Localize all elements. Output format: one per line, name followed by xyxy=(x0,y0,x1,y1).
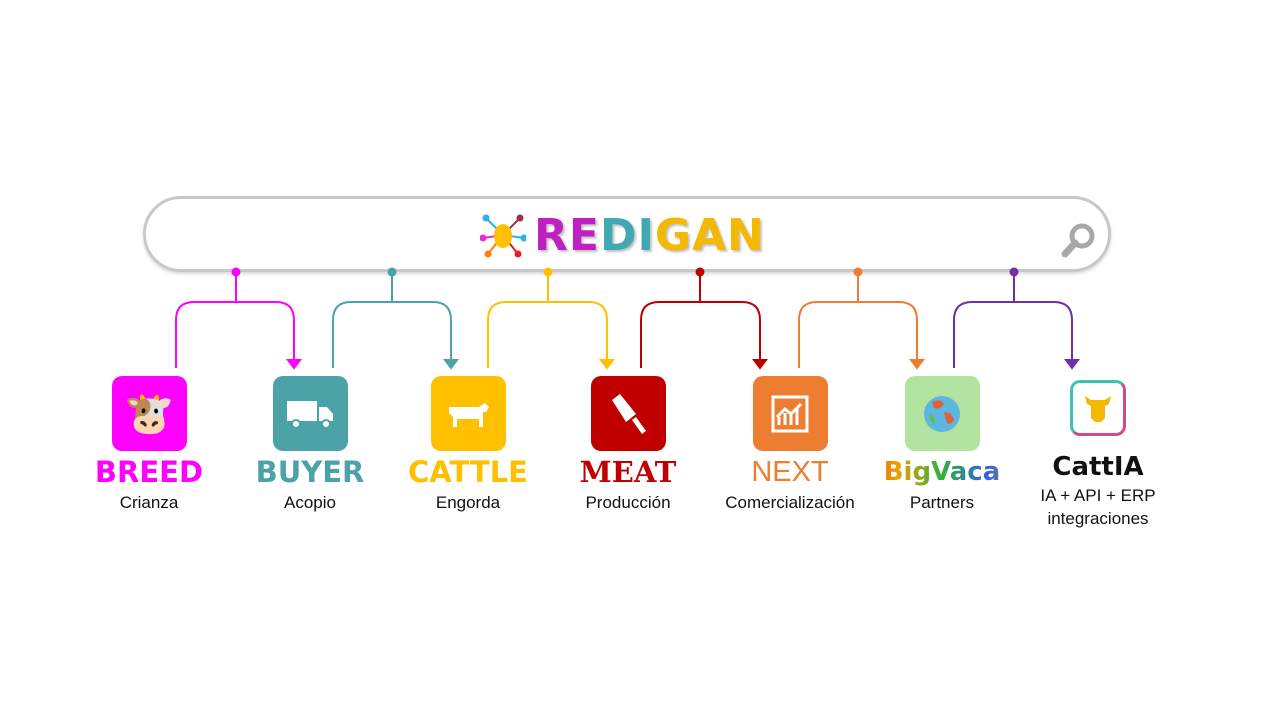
module-subtitle: Crianza xyxy=(119,493,179,512)
module-brand: BigVaca xyxy=(852,455,1032,489)
module-subtitle: IA + API + ERP integraciones xyxy=(1040,486,1156,528)
redigan-cow-logo-icon xyxy=(480,214,526,258)
globe-icon xyxy=(904,376,980,451)
module-brand: CattIA xyxy=(1052,452,1144,482)
module-breed[interactable]: 🐮 BREED Crianza xyxy=(59,376,239,514)
module-brand: BREED xyxy=(94,455,204,489)
module-subtitle: Acopio xyxy=(284,493,336,512)
connector-meat xyxy=(640,267,768,370)
module-subtitle: Producción xyxy=(585,493,671,512)
magnifier-icon[interactable] xyxy=(1060,220,1100,265)
connector-bigvaca xyxy=(953,267,1080,370)
module-cattle[interactable]: CATTLE Engorda xyxy=(378,376,558,514)
module-subtitle: Partners xyxy=(909,493,975,512)
module-brand: CATTLE xyxy=(408,455,528,489)
module-bigvaca[interactable]: BigVaca Partners xyxy=(852,376,1032,514)
cow-icon xyxy=(430,376,506,451)
search-bar[interactable] xyxy=(143,196,1111,272)
module-next[interactable]: NEXT Comercialización xyxy=(700,376,880,514)
truck-icon xyxy=(272,376,348,451)
module-cattia[interactable]: CattIA IA + API + ERP integraciones xyxy=(1008,380,1188,530)
cleaver-icon xyxy=(590,376,666,451)
connector-buyer xyxy=(332,267,459,370)
ai-cow-icon xyxy=(1070,380,1126,436)
module-meat[interactable]: MEAT Producción xyxy=(538,376,718,514)
connector-cattle xyxy=(487,267,615,370)
connector-next xyxy=(798,267,925,370)
module-brand: MEAT xyxy=(579,455,677,489)
module-buyer[interactable]: BUYER Acopio xyxy=(220,376,400,514)
module-brand: NEXT xyxy=(751,456,829,488)
logo-text-di: DI xyxy=(599,209,655,261)
module-subtitle: Engorda xyxy=(435,493,501,512)
cow-head-icon: 🐮 xyxy=(111,376,187,451)
logo-text-gan: GAN xyxy=(654,209,765,261)
redigan-logo: REDIGAN xyxy=(480,209,765,261)
module-subtitle: Comercialización xyxy=(725,493,855,512)
growth-chart-icon xyxy=(752,376,828,451)
logo-text-re: RE xyxy=(534,209,600,261)
module-brand: BUYER xyxy=(255,455,365,489)
connector-breed xyxy=(175,267,302,370)
